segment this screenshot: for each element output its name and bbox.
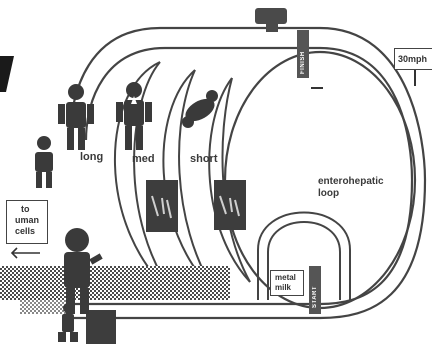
racer-figure: [116, 82, 152, 150]
racer-figure: [35, 136, 53, 188]
loop-label-line2: loop: [318, 188, 340, 199]
track-label-short: short: [190, 153, 218, 165]
start-grid-lower: [20, 300, 70, 314]
finish-banner: [297, 30, 309, 78]
metal-milk-box: metal milk: [270, 270, 304, 296]
carton-icon: [146, 180, 178, 232]
box-label-line2: milk: [275, 283, 292, 292]
start-banner: [309, 266, 321, 314]
finish-label: FINISH: [300, 51, 306, 74]
camera-icon: [255, 8, 287, 32]
logo-fragment: [0, 56, 14, 92]
racer-figure: [58, 84, 94, 150]
direction-sign: to uman cells: [6, 200, 48, 244]
arrow-left-icon: [10, 247, 40, 259]
carton-icon: [86, 310, 116, 344]
lane-med: [162, 69, 216, 293]
enterohepatic-loop-arch: [257, 211, 351, 300]
bike-icon: [182, 90, 218, 128]
direction-sign-line3: cells: [15, 226, 36, 236]
speed-sign: 30mph: [394, 48, 432, 70]
lane-short: [208, 77, 251, 283]
box-label-line1: metal: [275, 273, 296, 282]
track-label-med: med: [132, 153, 155, 165]
small-figure: [58, 303, 78, 342]
walker-figure: [64, 228, 103, 314]
direction-sign-line1: to: [21, 204, 30, 214]
lane-long: [114, 61, 176, 297]
start-label: START: [312, 285, 318, 308]
enterohepatic-loop-label: enterohepatic loop: [318, 176, 408, 200]
start-grid: [0, 266, 230, 300]
track-label-long: long: [80, 151, 104, 163]
direction-sign-line2: uman: [15, 215, 40, 225]
carton-icon: [214, 180, 246, 230]
loop-label-line1: enterohepatic: [318, 176, 384, 187]
speed-sign-text: 30mph: [398, 54, 428, 64]
